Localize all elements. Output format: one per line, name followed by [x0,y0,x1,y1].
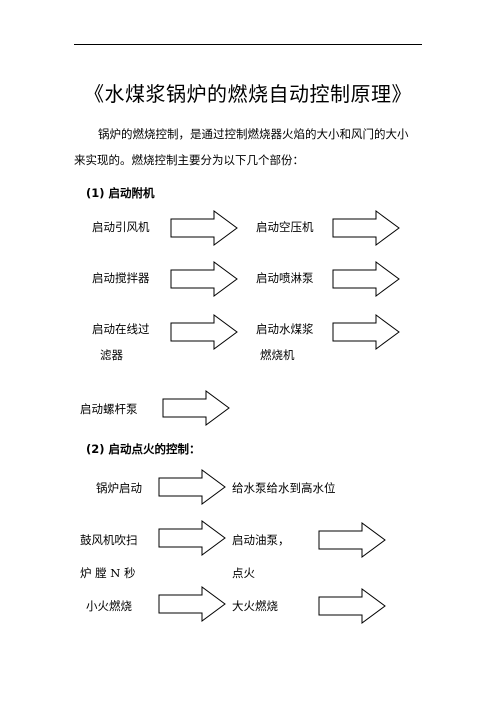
flow-arrow [158,586,226,622]
flow-arrow [318,588,386,624]
step-start-cws-burner-line-1: 启动水煤浆 [256,322,314,336]
flow-arrow [332,261,400,297]
step-start-inline-filter-line-1: 启动在线过 [92,322,150,336]
step-blower-purge-line-2: 炉 膛 N 秒 [80,566,136,580]
flow-arrow [332,314,400,350]
header-rule [74,44,422,45]
step-start-oil-pump-line-1: 启动油泵， [232,533,290,547]
step-start-air-compressor: 启动空压机 [256,220,314,234]
step-start-inline-filter-line-2: 滤器 [100,348,123,362]
step-start-agitator: 启动搅拌器 [92,271,150,285]
section-1-heading: (1) 启动附机 [86,186,155,200]
flow-arrow [162,390,230,426]
flow-arrow [332,210,400,246]
section-2-heading: (2) 启动点火的控制： [86,442,201,456]
step-start-spray-pump: 启动喷淋泵 [256,271,314,285]
flow-arrow [318,522,386,558]
step-boiler-start: 锅炉启动 [96,481,142,495]
flow-arrow [170,314,238,350]
flow-arrow [170,261,238,297]
step-high-fire: 大火燃烧 [232,599,278,613]
step-ignition: 点火 [232,566,255,580]
step-start-cws-burner-line-2: 燃烧机 [260,348,295,362]
intro-paragraph-line-1: 锅炉的燃烧控制，是通过控制燃烧器火焰的大小和风门的大小 [98,127,409,141]
step-feed-water-high-level: 给水泵给水到高水位 [232,481,336,495]
step-blower-purge-line-1: 鼓风机吹扫 [80,533,138,547]
step-start-screw-pump: 启动螺杆泵 [80,402,138,416]
flow-arrow [158,469,226,505]
flow-arrow [170,210,238,246]
document-title: 《水煤浆锅炉的燃烧自动控制原理》 [84,82,412,106]
intro-paragraph-line-2: 来实现的。燃烧控制主要分为以下几个部份： [74,153,304,167]
flow-arrow [158,520,226,556]
step-low-fire: 小火燃烧 [86,599,132,613]
step-start-induced-draft-fan: 启动引风机 [92,220,150,234]
